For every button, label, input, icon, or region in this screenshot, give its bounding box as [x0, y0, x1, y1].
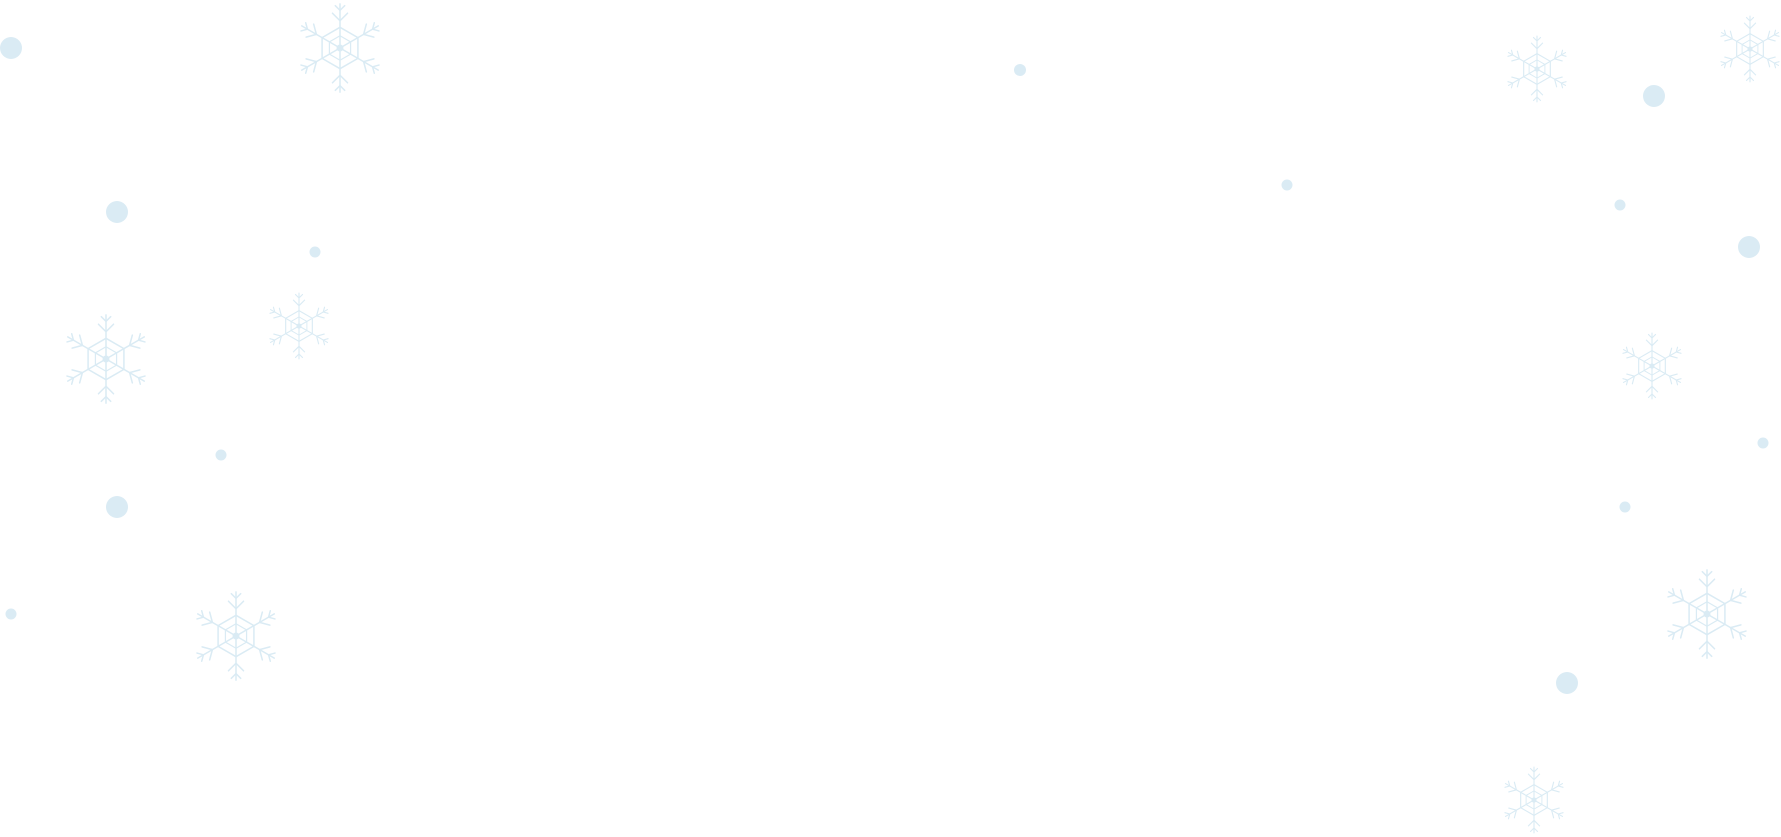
snow-dot — [1556, 672, 1578, 694]
snow-dot — [1757, 437, 1769, 449]
snow-dot — [1738, 236, 1760, 258]
snow-dot — [1281, 179, 1293, 191]
snowflake-icon — [1621, 333, 1684, 399]
snowflake-icon — [1719, 16, 1781, 82]
snowflake-icon — [1506, 36, 1569, 102]
snow-dot — [5, 608, 17, 620]
snowflake-icon — [194, 592, 278, 680]
snow-dot — [1643, 85, 1665, 107]
snowflake-icon — [1665, 570, 1749, 658]
snow-dot — [1014, 64, 1026, 76]
snow-dot — [106, 201, 128, 223]
snow-dot — [215, 449, 227, 461]
snow-dot — [106, 496, 128, 518]
snowflake-icon — [1503, 767, 1566, 833]
snowflake-icon — [268, 293, 331, 359]
snowflake-icon — [64, 315, 148, 403]
snowflake-icon — [298, 4, 382, 92]
snow-dot — [309, 246, 321, 258]
snow-dot — [0, 37, 22, 59]
snow-dot — [1619, 501, 1631, 513]
snow-dot — [1614, 199, 1626, 211]
